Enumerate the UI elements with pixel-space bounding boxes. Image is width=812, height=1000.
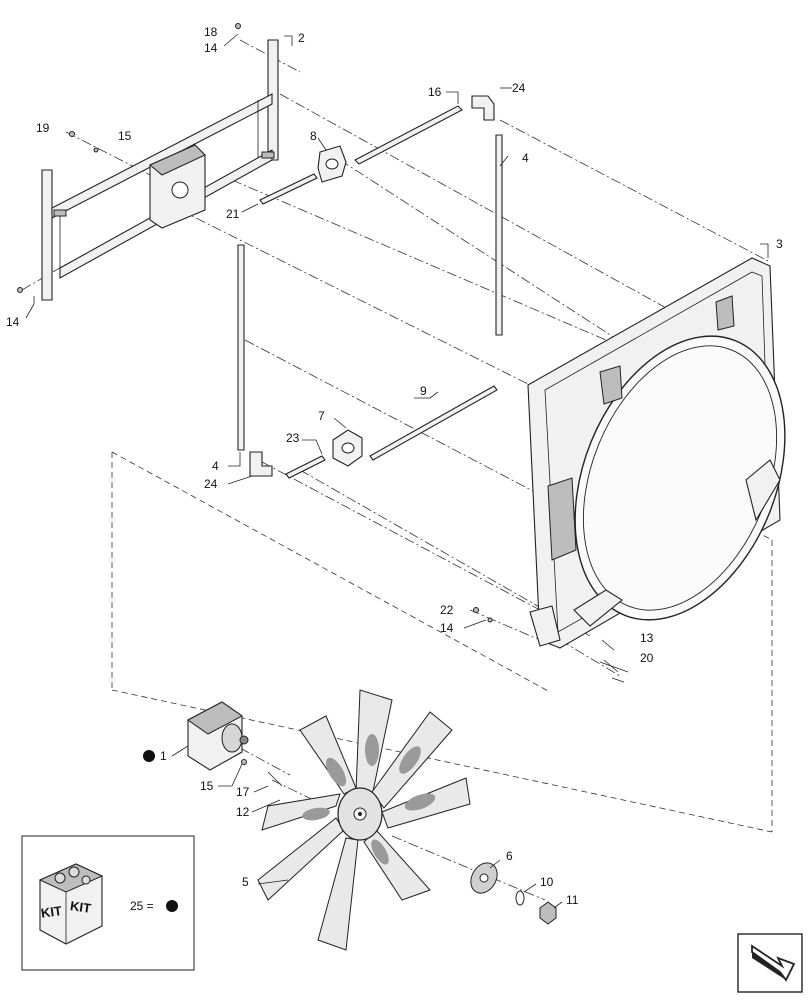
callout-9: 9: [420, 384, 427, 398]
callout-11: 11: [566, 893, 579, 907]
callout-1: 1: [160, 749, 167, 763]
callout-14: 14: [204, 41, 218, 55]
kit-legend: KIT KIT 25 =: [21, 835, 195, 971]
callout-15: 15: [200, 779, 214, 793]
small-hardware: [17, 23, 629, 683]
callout-15: 15: [118, 129, 132, 143]
bracket-frame: [41, 39, 279, 301]
kit-legend-text: 25 =: [130, 899, 154, 913]
kit-box-label-right: KIT: [69, 898, 92, 916]
callout-16: 16: [428, 85, 442, 99]
callout-8: 8: [310, 129, 317, 143]
fan-shroud: [527, 257, 786, 649]
hub-hardware: [470, 862, 557, 925]
callout-23: 23: [286, 431, 300, 445]
callout-labels: 18 14 2 16 24 19 15 8 4 21 3 14 9 7 23 4…: [6, 25, 783, 907]
callout-21: 21: [226, 207, 240, 221]
callout-10: 10: [540, 875, 554, 889]
callout-5: 5: [242, 875, 249, 889]
callout-24: 24: [512, 81, 526, 95]
callout-4: 4: [212, 459, 219, 473]
callout-20: 20: [640, 651, 654, 665]
callout-3: 3: [776, 237, 783, 251]
hydraulic-motor: [187, 701, 283, 787]
vertical-straps: [237, 134, 503, 451]
callout-17: 17: [236, 785, 250, 799]
clips-and-grommets: [249, 95, 495, 477]
callout-leaders: [25, 33, 769, 909]
callout-19: 19: [36, 121, 50, 135]
callout-6: 6: [506, 849, 513, 863]
callout-13: 13: [640, 631, 654, 645]
kit-legend-dot: [166, 900, 178, 912]
kit-dot-marker-part-1: [143, 750, 155, 762]
callout-12: 12: [236, 805, 250, 819]
callout-24: 24: [204, 477, 218, 491]
callout-14: 14: [440, 621, 454, 635]
callout-18: 18: [204, 25, 218, 39]
kit-box-label-left: KIT: [40, 903, 63, 921]
callout-7: 7: [318, 409, 325, 423]
callout-2: 2: [298, 31, 305, 45]
fan: [257, 689, 471, 951]
callout-14: 14: [6, 315, 20, 329]
callout-22: 22: [440, 603, 454, 617]
rods: [259, 105, 498, 479]
callout-4: 4: [522, 151, 529, 165]
next-page-arrow-icon[interactable]: [737, 933, 803, 993]
